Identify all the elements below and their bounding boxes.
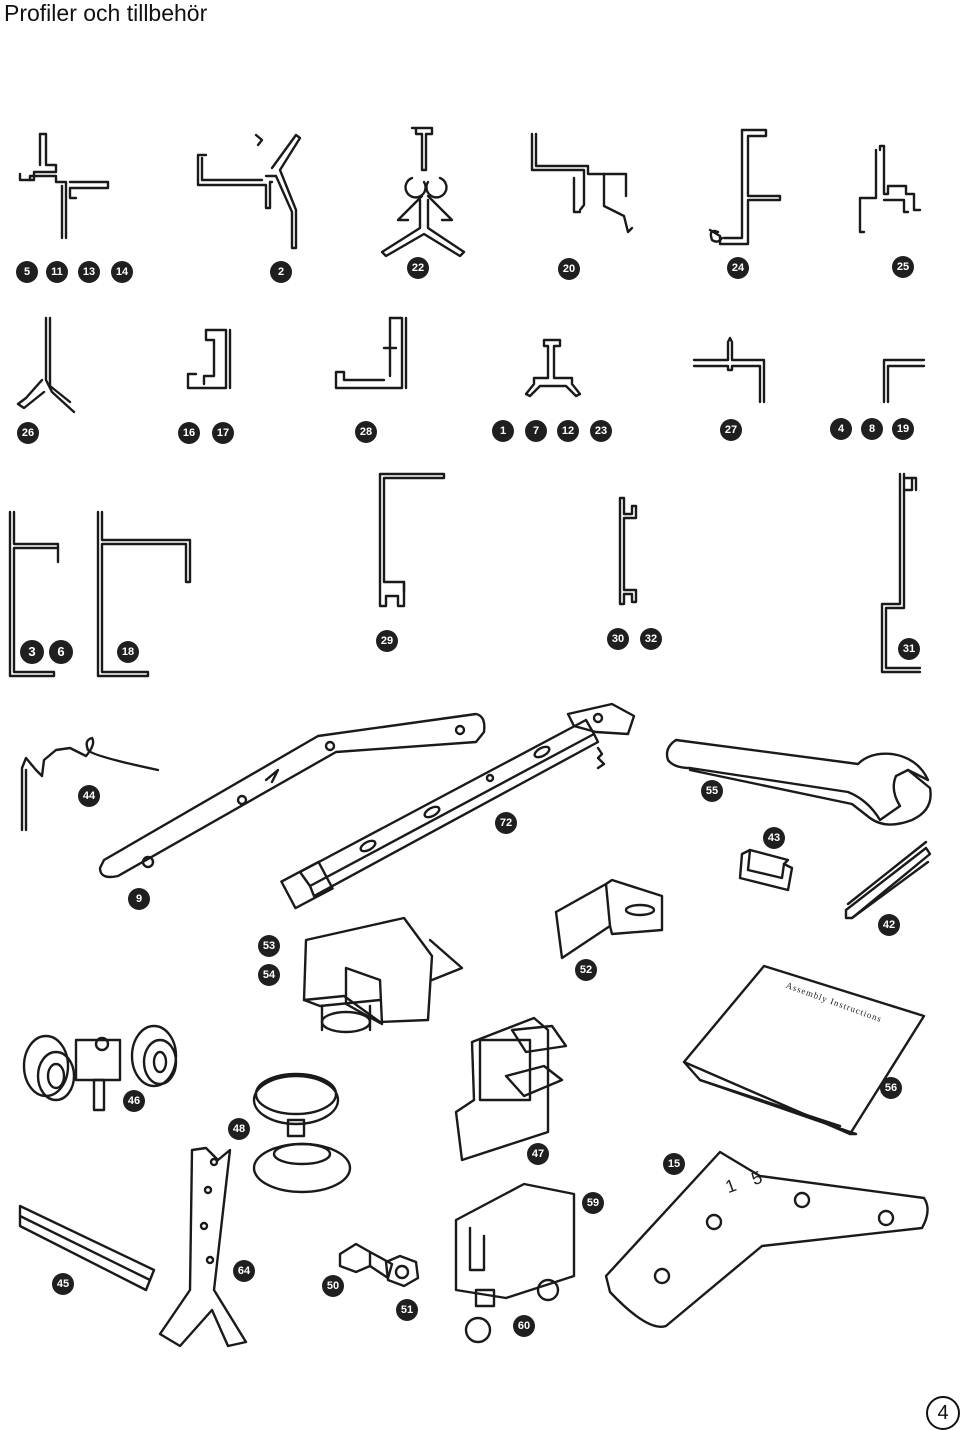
label-46: 46 <box>123 1090 145 1112</box>
guide-47-drawing <box>454 1016 568 1162</box>
bracket-52-drawing <box>554 878 664 960</box>
label-20: 20 <box>558 258 580 280</box>
label-50: 50 <box>322 1275 344 1297</box>
label-32: 32 <box>640 628 662 650</box>
label-9: 9 <box>128 888 150 910</box>
profile-28-drawing <box>334 316 408 390</box>
label-13: 13 <box>78 261 100 283</box>
profile-30-32-drawing <box>618 496 638 606</box>
profile-3-6-drawing <box>8 510 60 678</box>
label-23: 23 <box>590 420 612 442</box>
label-18: 18 <box>117 641 139 663</box>
stay-72-drawing <box>280 702 636 910</box>
label-12: 12 <box>557 420 579 442</box>
label-31: 31 <box>898 638 920 660</box>
label-47: 47 <box>527 1143 549 1165</box>
profile-16-17-drawing <box>186 328 232 390</box>
label-4: 4 <box>830 418 852 440</box>
label-17: 17 <box>212 422 234 444</box>
label-51: 51 <box>396 1299 418 1321</box>
profile-29-drawing <box>378 472 446 608</box>
brush-strip-45-drawing <box>18 1204 156 1292</box>
bracket-64-drawing <box>158 1146 248 1348</box>
profile-22-drawing <box>380 126 466 258</box>
label-6: 6 <box>49 640 73 664</box>
label-1: 1 <box>492 420 514 442</box>
label-8: 8 <box>861 418 883 440</box>
profile-25-drawing <box>858 144 922 234</box>
bolt-50-drawing <box>338 1242 394 1280</box>
page-number: 4 <box>926 1396 960 1430</box>
glass-clamp-59-drawing <box>454 1182 576 1344</box>
label-72: 72 <box>495 812 517 834</box>
label-53: 53 <box>258 935 280 957</box>
label-60: 60 <box>513 1315 535 1337</box>
label-27: 27 <box>720 419 742 441</box>
label-64: 64 <box>233 1260 255 1282</box>
profile-20-drawing <box>530 132 634 234</box>
label-56: 56 <box>880 1077 902 1099</box>
label-28: 28 <box>355 421 377 443</box>
plate-15-drawing <box>604 1150 929 1328</box>
profile-5-11-13-14-drawing <box>18 132 110 240</box>
label-30: 30 <box>607 628 629 650</box>
label-43: 43 <box>763 827 785 849</box>
label-42: 42 <box>878 914 900 936</box>
label-11: 11 <box>46 261 68 283</box>
label-48: 48 <box>228 1118 250 1140</box>
nut-51-drawing <box>384 1254 420 1288</box>
roller-46-drawing <box>22 1024 178 1112</box>
label-16: 16 <box>178 422 200 444</box>
foot-48-drawing <box>252 1072 352 1194</box>
label-25: 25 <box>892 256 914 278</box>
label-54: 54 <box>258 964 280 986</box>
label-44: 44 <box>78 785 100 807</box>
profile-31-drawing <box>880 472 922 674</box>
page-title: Profiler och tillbehör <box>4 0 208 26</box>
label-52: 52 <box>575 959 597 981</box>
stay-arm-9-drawing <box>98 712 486 879</box>
wrench-55-drawing <box>665 738 932 826</box>
label-2: 2 <box>270 261 292 283</box>
label-55: 55 <box>701 780 723 802</box>
profile-4-8-19-drawing <box>882 358 926 404</box>
label-22: 22 <box>407 257 429 279</box>
label-19: 19 <box>892 418 914 440</box>
guide-53-54-drawing <box>302 916 464 1034</box>
label-5: 5 <box>16 261 38 283</box>
label-24: 24 <box>727 257 749 279</box>
profile-27-drawing <box>692 336 766 404</box>
label-59: 59 <box>582 1192 604 1214</box>
booklet-56-drawing <box>682 964 926 1136</box>
label-3: 3 <box>20 640 44 664</box>
label-26: 26 <box>17 422 39 444</box>
label-29: 29 <box>376 630 398 652</box>
label-14: 14 <box>111 261 133 283</box>
label-45: 45 <box>52 1273 74 1295</box>
profile-26-drawing <box>16 316 76 414</box>
profile-18-drawing <box>96 510 192 678</box>
profile-24-drawing <box>708 128 782 246</box>
spring-clip-44-drawing <box>20 736 160 832</box>
profile-1-7-12-23-drawing <box>524 338 582 398</box>
label-7: 7 <box>525 420 547 442</box>
profile-42-drawing <box>844 840 932 920</box>
bracket-43-drawing <box>738 848 794 892</box>
profile-2-drawing <box>196 133 302 250</box>
label-15: 15 <box>663 1153 685 1175</box>
